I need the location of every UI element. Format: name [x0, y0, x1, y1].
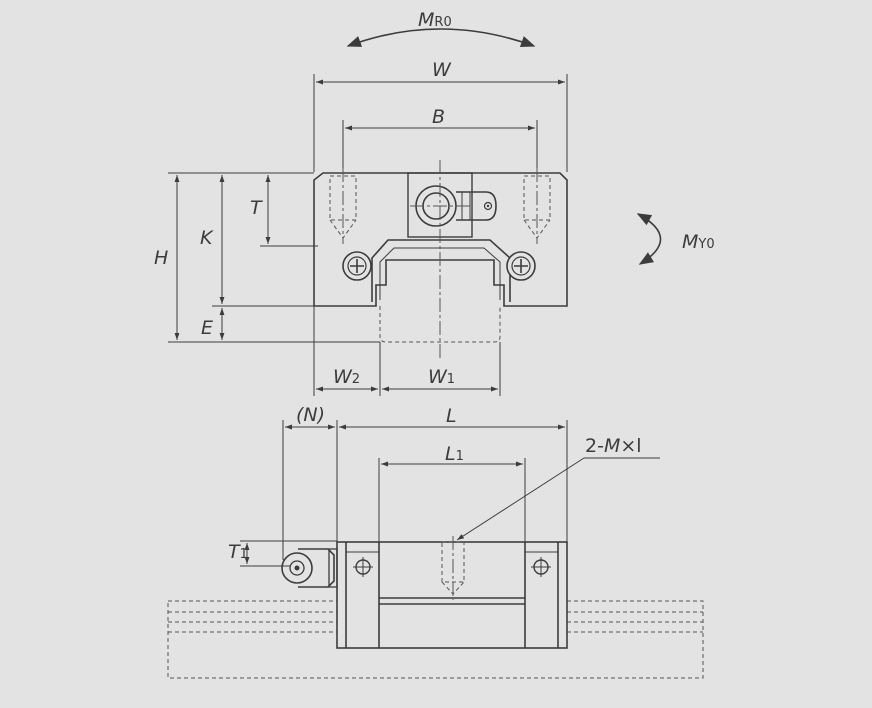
dim-n-label: (N)	[296, 404, 325, 426]
front-view: MR0 W B	[154, 9, 715, 396]
tapped-hole-right	[523, 168, 551, 244]
side-grease-nipple-icon	[281, 548, 338, 588]
side-view: (N) L L1 T1 2-M×l	[167, 404, 704, 679]
side-hole-left-icon	[353, 557, 373, 577]
moment-mr0-label: MR0	[418, 9, 452, 31]
rail-hidden	[379, 306, 501, 343]
dim-e-label: E	[201, 317, 213, 339]
tap-callout-leader	[456, 457, 585, 541]
moment-mr0-arc	[346, 28, 536, 48]
dim-w2-label: W2	[333, 366, 360, 388]
dim-l-label: L	[446, 405, 457, 427]
tap-callout-label: 2-M×l	[585, 435, 642, 457]
dim-t1-label: T1	[228, 541, 248, 563]
moment-my0-label: MY0	[682, 231, 715, 253]
moment-my0-arc	[636, 213, 662, 265]
screw-right-icon	[506, 251, 536, 281]
screw-left-icon	[342, 251, 372, 281]
dim-l1-label: L1	[445, 443, 464, 465]
dim-b-label: B	[432, 106, 445, 128]
dim-t-label: T	[250, 197, 263, 219]
block-side	[336, 541, 568, 649]
side-tapped-hole	[441, 536, 465, 600]
dim-k-label: K	[200, 227, 214, 249]
dim-w1-label: W1	[428, 366, 455, 388]
dim-w-label: W	[432, 59, 452, 81]
side-hole-right-icon	[531, 557, 551, 577]
dim-h-label: H	[154, 247, 168, 269]
tapped-hole-left	[329, 168, 357, 244]
